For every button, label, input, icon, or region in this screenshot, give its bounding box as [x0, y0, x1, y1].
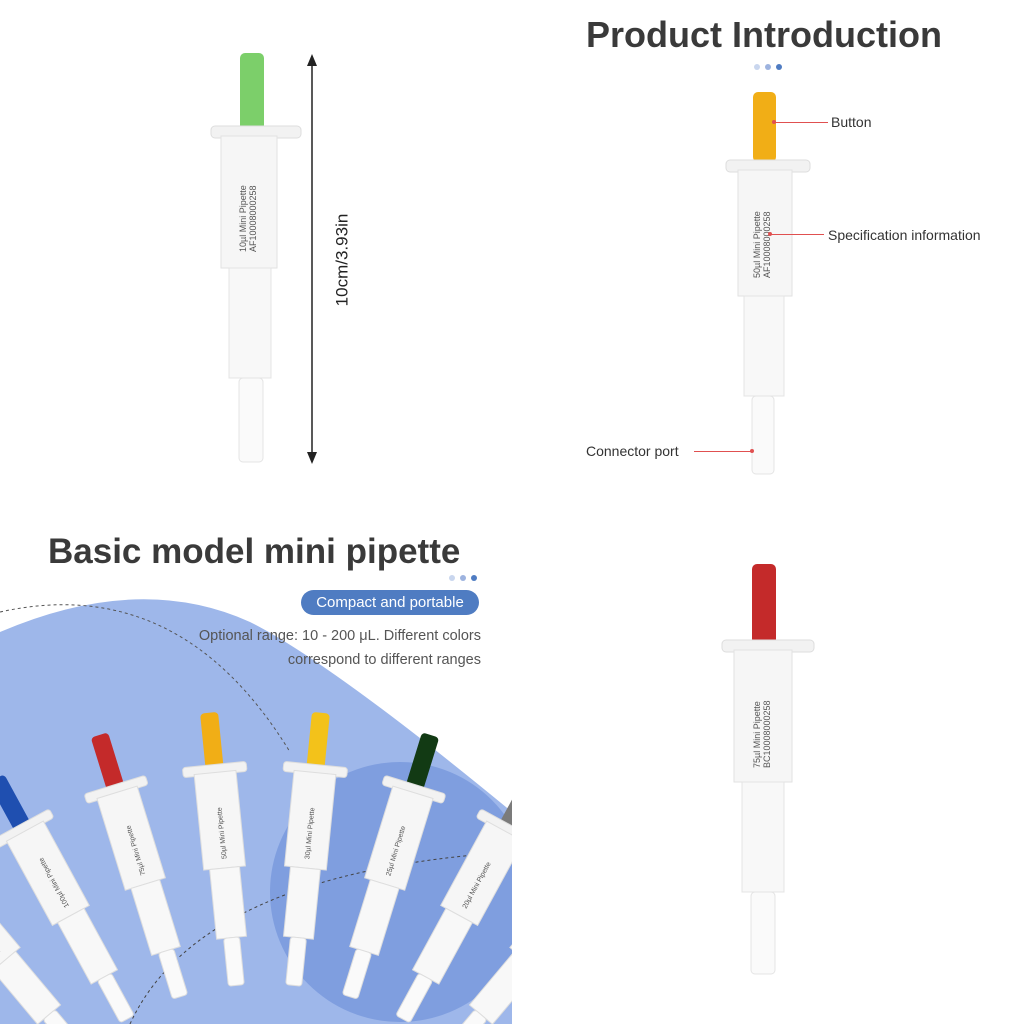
pipette-connector	[238, 377, 264, 463]
pipette-connector	[750, 891, 776, 975]
connector-callout-label: Connector port	[586, 443, 679, 459]
fan-pipette: 10µl Mini Pipette	[444, 873, 512, 1024]
product-introduction-panel: Product Introduction 50µl Mini Pipette A…	[512, 0, 1024, 512]
pipette-connector	[158, 948, 188, 999]
spec-callout-label: Specification information	[828, 227, 981, 243]
spec-callout-line	[770, 234, 824, 235]
connector-callout-line	[694, 451, 752, 452]
dimension-text: 10cm/3.93in	[332, 213, 352, 307]
button-callout-line	[774, 122, 828, 123]
pipette-shaft	[743, 295, 785, 397]
fan-pipette: 25µl Mini Pipette	[342, 733, 446, 999]
decor-dots	[754, 64, 782, 70]
dot	[765, 64, 771, 70]
basic-model-panel: Basic model mini pipette Compact and por…	[0, 512, 512, 1024]
fan-pipette: 75µl Mini Pipette	[84, 733, 188, 999]
red-pipette-panel: 75µl Mini Pipette BC10008000258	[512, 512, 1024, 1024]
pipette-shaft	[228, 267, 272, 379]
dot	[754, 64, 760, 70]
fan-pipette: 20µl Mini Pipette	[396, 775, 512, 1023]
pipette-button	[753, 92, 776, 162]
pipette-illustration: 75µl Mini Pipette BC10008000258	[721, 564, 815, 975]
dashed-arc	[129, 851, 512, 1024]
description-line: correspond to different ranges	[287, 652, 481, 668]
dimension-arrow-bottom	[307, 452, 317, 464]
pipette-shaft	[56, 907, 119, 985]
dot	[460, 575, 466, 581]
pipette-connector	[285, 936, 307, 987]
pipette-button	[500, 775, 512, 830]
pipette-connector	[97, 973, 134, 1023]
pipette-button	[240, 53, 264, 130]
dimension-panel: 10µl Mini Pipette AF10008000258 10cm/3.9…	[0, 0, 512, 512]
dot	[449, 575, 455, 581]
pipette-connector	[342, 948, 372, 999]
description-line: Optional range: 10 - 200 μL. Different c…	[198, 628, 481, 644]
pipette-connector	[751, 395, 775, 475]
pipette-shaft	[349, 878, 400, 956]
pipette-body	[737, 169, 793, 297]
pipette-button	[91, 733, 124, 790]
fan-pipette: 200µl Mini Pipette	[0, 873, 86, 1024]
page-title: Product Introduction	[586, 14, 942, 55]
pipette-connector	[396, 973, 433, 1023]
fan-pipette: 50µl Mini Pipette	[182, 712, 248, 987]
dot	[776, 64, 782, 70]
pipette-illustration: 50µl Mini Pipette AF10008000258	[725, 92, 811, 475]
pipette-shaft	[411, 907, 474, 985]
pipette-shaft	[282, 865, 321, 940]
connector-callout-dot	[750, 449, 754, 453]
pipette-shaft	[741, 781, 785, 893]
pipette-label: 10µl Mini Pipette AF10008000258	[238, 183, 258, 252]
pipette-body	[733, 649, 793, 783]
decor-dots	[449, 575, 477, 581]
pipette-body	[220, 135, 278, 269]
pipette-label: 75µl Mini Pipette BC10008000258	[752, 699, 772, 768]
pipette-label: 50µl Mini Pipette AF10008000258	[752, 209, 772, 278]
section-title: Basic model mini pipette	[48, 532, 461, 571]
fan-pipette: 30µl Mini Pipette	[282, 712, 348, 987]
pipette-connector	[444, 1010, 487, 1024]
button-callout-dot	[772, 120, 776, 124]
pipette-shaft	[209, 865, 248, 940]
dot	[471, 575, 477, 581]
fan-pipette: 100µl Mini Pipette	[0, 775, 134, 1023]
button-callout-label: Button	[831, 114, 872, 130]
pipette-button	[200, 712, 224, 769]
pipette-button	[406, 733, 439, 790]
pipette-shaft	[130, 878, 181, 956]
pipette-connector	[223, 936, 245, 987]
pipette-body	[440, 820, 512, 927]
pipette-button	[0, 775, 30, 830]
pipette-connector	[43, 1010, 86, 1024]
pipette-button	[306, 712, 330, 769]
spec-callout-dot	[768, 232, 772, 236]
pipette-button	[752, 564, 776, 644]
dimension-arrow-top	[307, 54, 317, 66]
pipette-illustration: 10µl Mini Pipette AF10008000258	[210, 53, 317, 464]
feature-pill: Compact and portable	[301, 590, 479, 615]
pipette-fan: 200µl Mini Pipette100µl Mini Pipette75µl…	[0, 712, 512, 1024]
